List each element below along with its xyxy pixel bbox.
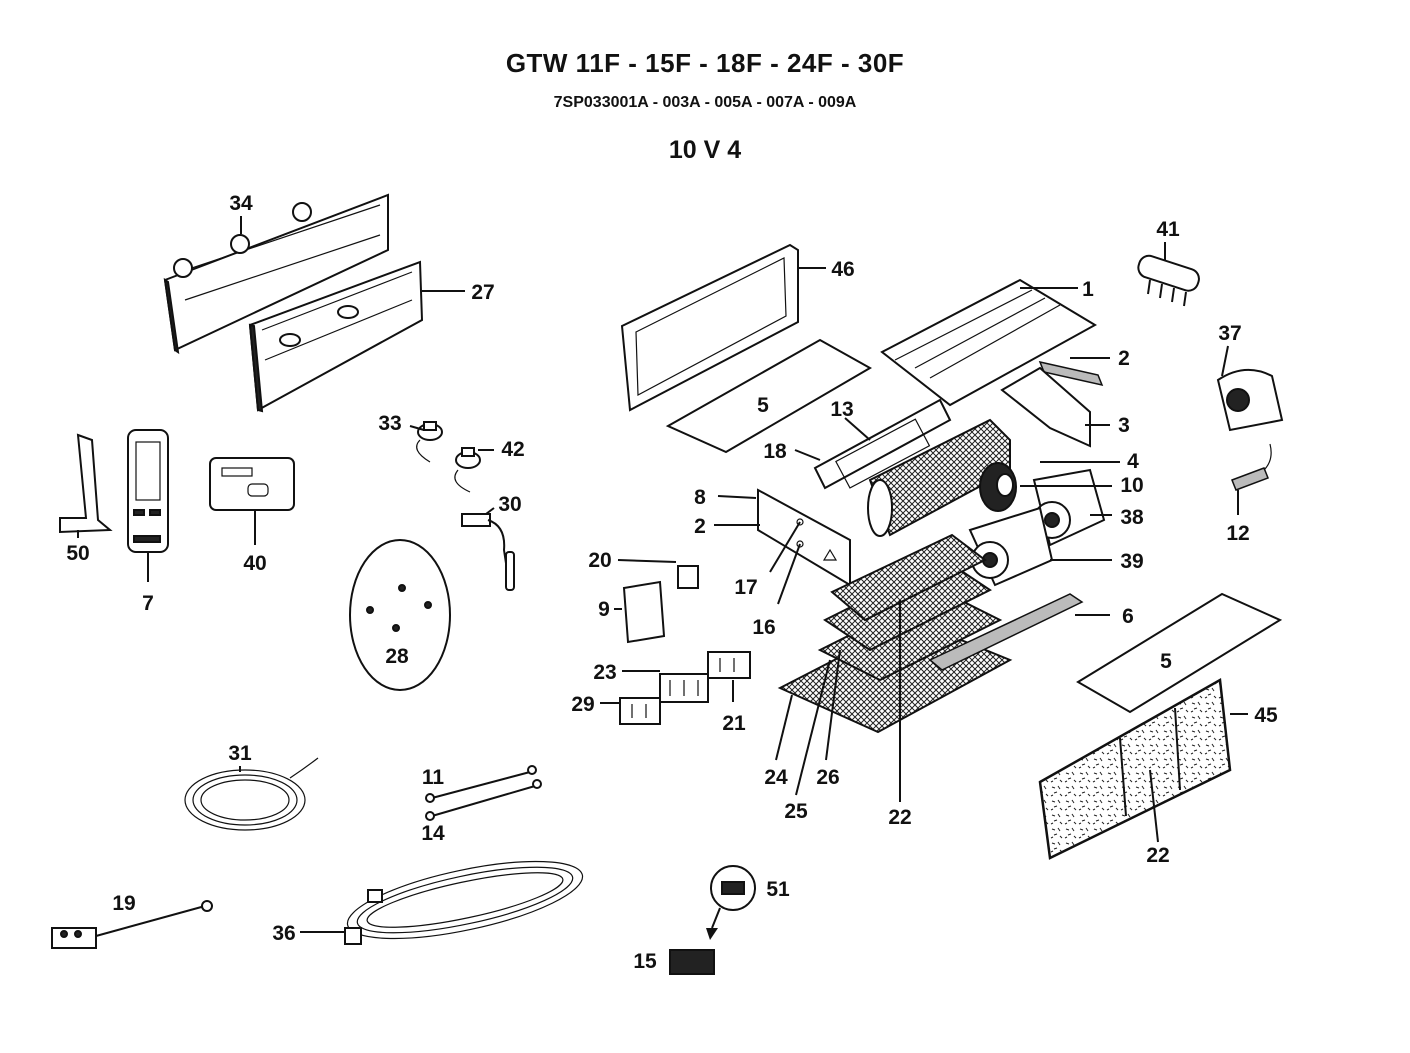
part-36-power-cord	[344, 860, 584, 945]
label-28: 28	[385, 645, 409, 668]
label-50: 50	[66, 542, 89, 565]
label-10: 10	[1120, 474, 1143, 497]
part-20-relay	[677, 565, 699, 589]
label-34: 34	[229, 192, 253, 215]
part-41-heater	[1137, 254, 1200, 307]
part-21-terminal-block	[707, 651, 751, 679]
label-42: 42	[501, 438, 524, 461]
leader-lines	[77, 216, 1248, 933]
label-46: 46	[831, 258, 854, 281]
label-6: 6	[1122, 605, 1134, 628]
part-45-filter-frame	[1038, 677, 1232, 860]
part-7-remote-control	[127, 429, 169, 553]
label-23: 23	[593, 661, 616, 684]
label-1: 1	[1082, 278, 1094, 301]
label-2-top: 2	[1118, 347, 1130, 370]
diagram-title: GTW 11F - 15F - 18F - 24F - 30F	[505, 48, 905, 78]
label-19: 19	[112, 892, 135, 915]
part-39-fan	[968, 506, 1054, 587]
label-29: 29	[571, 693, 594, 716]
part-6-rail	[928, 593, 1084, 671]
label-12: 12	[1226, 522, 1249, 545]
label-26: 26	[816, 766, 839, 789]
label-24: 24	[764, 766, 788, 789]
part-46-frame	[620, 243, 799, 412]
part-33-thermostat	[416, 421, 443, 463]
label-2-side: 2	[694, 515, 706, 538]
model-code: 10 V 4	[668, 136, 742, 164]
part-12-terminal	[1231, 443, 1272, 491]
label-7: 7	[142, 592, 154, 615]
part-1-top-panel	[880, 278, 1098, 407]
part-42-thermostat	[454, 447, 481, 493]
filter-stack	[777, 533, 1013, 734]
label-39: 39	[1120, 550, 1143, 573]
label-11: 11	[422, 766, 445, 789]
label-9: 9	[598, 598, 610, 621]
part-23-terminal-block	[659, 673, 709, 703]
label-18: 18	[763, 440, 787, 463]
label-13: 13	[830, 398, 853, 421]
part-40-wall-control	[209, 457, 295, 511]
label-8: 8	[694, 486, 706, 509]
part-15-board	[669, 949, 715, 975]
part-5-panel-lower	[1076, 592, 1283, 714]
label-5-upper: 5	[757, 394, 769, 417]
label-14: 14	[421, 822, 445, 845]
label-25: 25	[784, 800, 808, 823]
label-51: 51	[766, 878, 790, 901]
label-15: 15	[633, 950, 657, 973]
part-50-bracket	[59, 433, 113, 534]
part-18-13-coil	[813, 398, 952, 490]
part-9-module	[622, 580, 666, 644]
label-3: 3	[1118, 414, 1130, 437]
part-51-component	[706, 865, 756, 940]
part-19-cable	[51, 900, 213, 949]
label-5-lower: 5	[1160, 650, 1172, 673]
label-33: 33	[378, 412, 401, 435]
part-10-motor	[979, 462, 1017, 512]
label-21: 21	[722, 712, 746, 735]
part-37-blower	[1216, 369, 1284, 432]
label-30: 30	[498, 493, 521, 516]
label-17: 17	[734, 576, 757, 599]
part-2-rail	[1038, 360, 1104, 387]
part-number-labels: 34 27 46 1 41 2 37 3 5 13 33 42 18 4 10 …	[66, 192, 1278, 973]
label-36: 36	[272, 922, 295, 945]
label-22-stack: 22	[888, 806, 911, 829]
label-16: 16	[752, 616, 775, 639]
part-5-panel-upper	[665, 338, 873, 454]
part-34-grille	[163, 193, 389, 355]
label-20: 20	[588, 549, 611, 572]
diagram-subtitle: 7SP033001A - 003A - 005A - 007A - 009A	[553, 94, 857, 111]
label-45: 45	[1254, 704, 1278, 727]
part-31-cable	[184, 757, 319, 831]
label-4: 4	[1127, 450, 1139, 473]
label-38: 38	[1120, 506, 1144, 529]
label-40: 40	[243, 552, 266, 575]
part-29-terminal-block	[619, 697, 661, 725]
label-41: 41	[1156, 218, 1180, 241]
label-37: 37	[1218, 322, 1241, 345]
label-27: 27	[471, 281, 494, 304]
heat-exchanger-body	[867, 418, 1011, 537]
part-28-mounting-plate	[349, 539, 451, 691]
part-3-plate	[1000, 366, 1091, 448]
label-31: 31	[228, 742, 252, 765]
part-14-wire	[425, 779, 542, 821]
label-22-frame: 22	[1146, 844, 1169, 867]
part-30-sensor	[461, 513, 515, 591]
part-27-grille	[248, 260, 424, 413]
part-11-wire	[425, 765, 537, 803]
